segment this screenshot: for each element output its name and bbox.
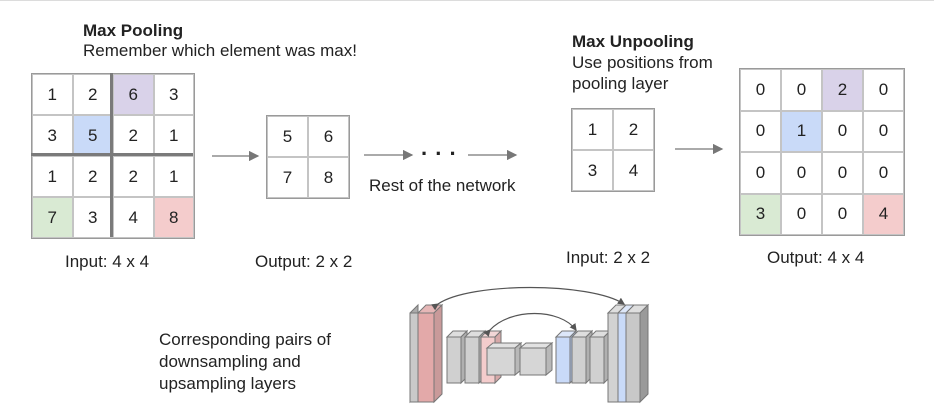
max-unpooling-subtitle-line2: pooling layer: [572, 74, 669, 93]
output-cell: 8: [308, 157, 349, 198]
unpool-output-cell-green: 3: [740, 193, 781, 235]
top-divider: [0, 0, 934, 1]
input-cell: 3: [153, 74, 194, 115]
unpool-output-cell: 0: [822, 152, 863, 194]
input-cell-max-green: 7: [32, 197, 73, 238]
input-cell: 1: [32, 156, 73, 197]
input-cell-max-purple: 6: [113, 74, 154, 115]
caption-line3: upsampling layers: [159, 374, 297, 393]
unpool-output-cell: 0: [740, 110, 781, 152]
unpool-input-cell: 3: [572, 150, 613, 191]
max-pooling-title: Max Pooling: [83, 21, 184, 40]
unpool-output-cell: 0: [863, 152, 904, 194]
pooling-output-label: Output: 2 x 2: [255, 252, 353, 271]
encoder-decoder-network-icon: [409, 303, 650, 404]
input-cell-max-red: 8: [153, 197, 194, 238]
unpool-output-cell: 0: [863, 69, 904, 111]
input-cell: 1: [153, 156, 194, 197]
output-cell: 6: [308, 116, 349, 157]
unpool-output-cell: 0: [822, 110, 863, 152]
unpool-output-cell-blue: 1: [781, 110, 822, 152]
input-cell: 4: [113, 197, 154, 238]
skip-connection-outer: [431, 286, 626, 311]
unpool-output-cell: 0: [822, 193, 863, 235]
unpool-output-cell: 0: [781, 193, 822, 235]
unpool-input-cell: 1: [572, 109, 613, 150]
pooling-input-label: Input: 4 x 4: [65, 252, 150, 271]
unpooling-output-grid: 0 0 2 0 0 1 0 0 0 0 0 0 3 0 0 4: [739, 68, 905, 236]
unpool-output-cell-red: 4: [863, 193, 904, 235]
unpooling-output-label: Output: 4 x 4: [767, 248, 865, 267]
skip-connection-inner: [483, 313, 577, 337]
caption-line2: downsampling and: [159, 352, 301, 371]
pool-region-divider-horizontal: [31, 153, 193, 156]
output-cell: 7: [267, 157, 308, 198]
unpooling-input-grid: 1 2 3 4: [571, 108, 655, 192]
rest-of-network-label: Rest of the network: [369, 176, 516, 195]
pooling-output-grid: 5 6 7 8: [266, 115, 350, 199]
unpool-output-cell: 0: [781, 69, 822, 111]
unpool-input-cell: 2: [613, 109, 654, 150]
unpool-output-cell: 0: [863, 110, 904, 152]
ellipsis: . . .: [421, 135, 457, 160]
caption-line1: Corresponding pairs of: [159, 330, 331, 349]
unpool-output-cell: 0: [740, 69, 781, 111]
max-unpooling-title: Max Unpooling: [572, 32, 694, 51]
input-cell: 1: [32, 74, 73, 115]
unpool-output-cell-purple: 2: [822, 69, 863, 111]
max-unpooling-subtitle-line1: Use positions from: [572, 53, 713, 72]
input-cell: 2: [113, 156, 154, 197]
output-cell: 5: [267, 116, 308, 157]
unpool-output-cell: 0: [781, 152, 822, 194]
max-pooling-subtitle: Remember which element was max!: [83, 41, 357, 60]
unpool-output-cell: 0: [740, 152, 781, 194]
unpooling-input-label: Input: 2 x 2: [566, 248, 651, 267]
unpool-input-cell: 4: [613, 150, 654, 191]
